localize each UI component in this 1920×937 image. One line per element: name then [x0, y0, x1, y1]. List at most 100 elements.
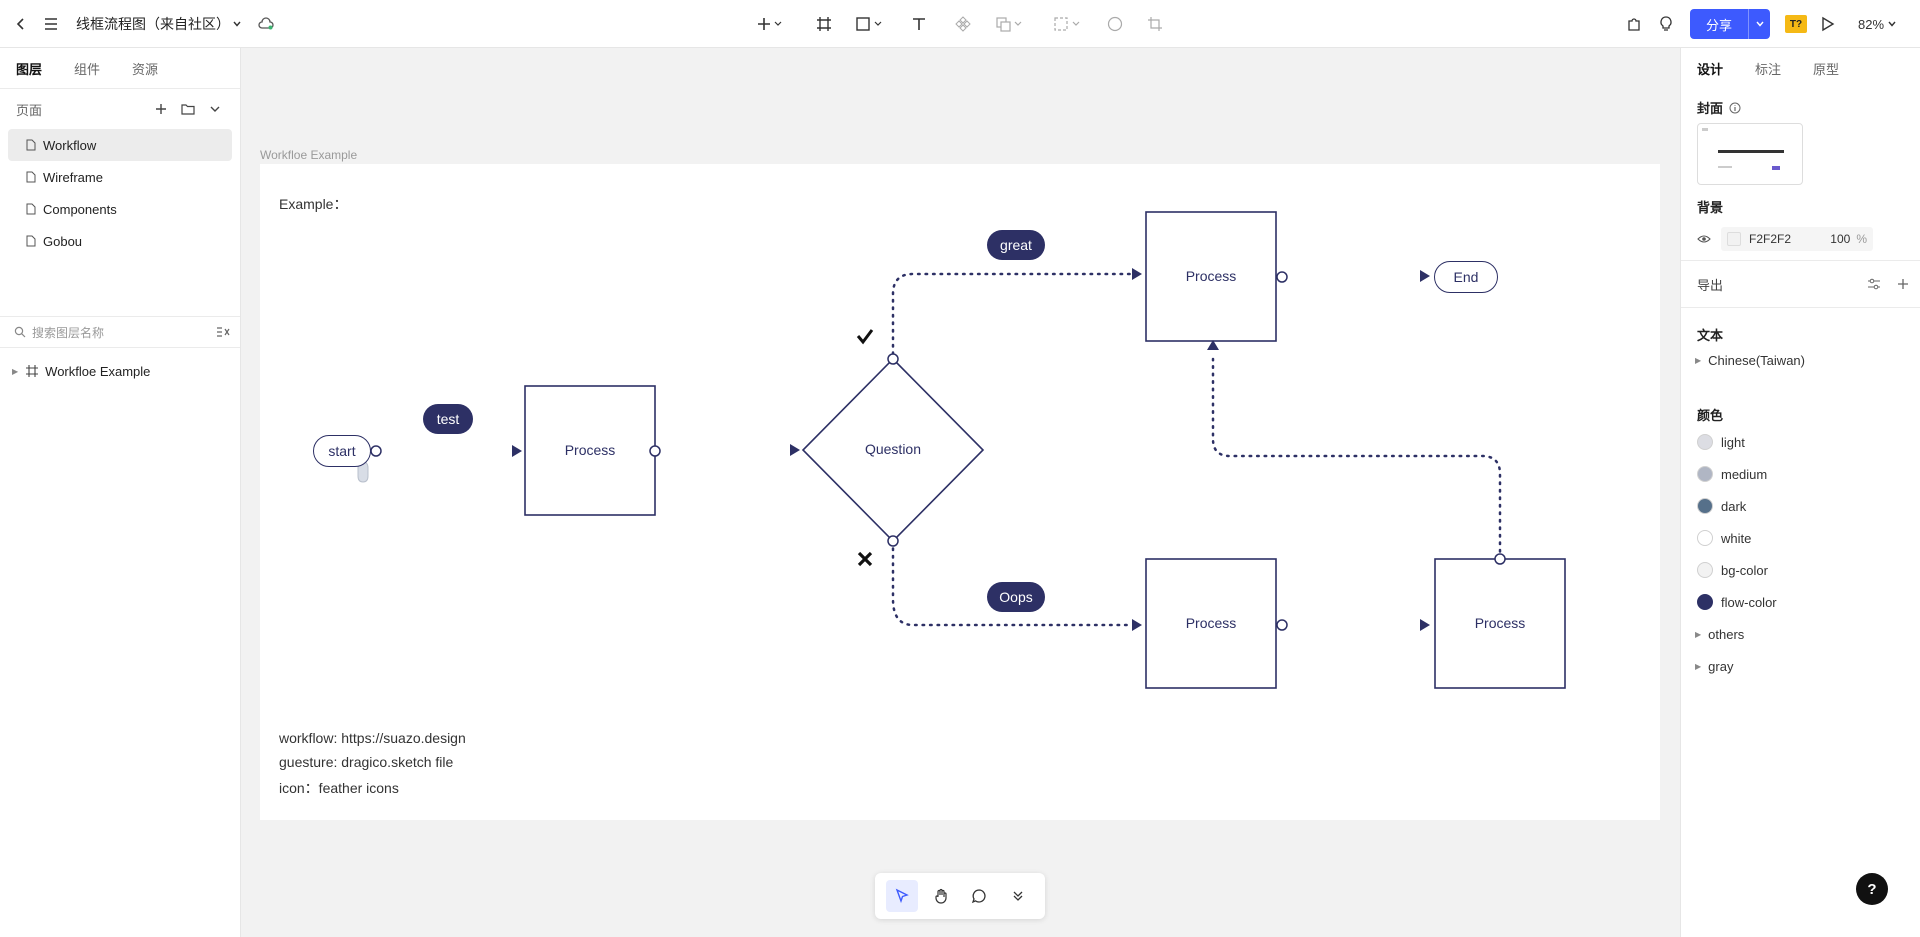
tab-annotate[interactable]: 标注	[1755, 61, 1782, 77]
cloud-icon	[256, 0, 276, 48]
frame-icon[interactable]	[812, 0, 836, 48]
plugin-icon[interactable]	[1624, 0, 1644, 48]
divider	[0, 88, 240, 89]
pill-great[interactable]: great	[987, 230, 1045, 260]
chevron-down-icon[interactable]	[1748, 9, 1770, 39]
color-label: white	[1721, 530, 1752, 546]
page-label: Workflow	[43, 137, 97, 153]
tab-design[interactable]: 设计	[1697, 61, 1724, 77]
hand-icon[interactable]	[925, 880, 957, 912]
chevron-down-icon[interactable]	[201, 103, 228, 115]
cover-thumbnail[interactable]	[1697, 123, 1803, 185]
settings-sliders-icon[interactable]	[1867, 277, 1881, 291]
color-label: medium	[1721, 466, 1768, 482]
color-group-gray[interactable]: ▶ gray	[1695, 654, 1895, 678]
background-title: 背景	[1697, 200, 1724, 215]
text-icon[interactable]	[908, 0, 930, 48]
crop-icon[interactable]	[1144, 0, 1166, 48]
color-style-bg-color[interactable]: bg-color	[1697, 558, 1897, 582]
back-icon[interactable]	[10, 0, 32, 48]
add-page-icon[interactable]	[147, 103, 174, 115]
pill-oops[interactable]: Oops	[987, 582, 1045, 612]
eye-icon[interactable]	[1697, 234, 1711, 244]
chevron-down-icon[interactable]	[230, 0, 244, 48]
flow-diagram	[357, 211, 1566, 689]
expand-triangle-icon[interactable]: ▶	[12, 366, 19, 376]
folder-icon[interactable]	[174, 103, 201, 115]
comment-icon[interactable]	[963, 880, 995, 912]
rectangle-icon[interactable]	[852, 0, 888, 48]
end-node[interactable]: End	[1434, 261, 1498, 293]
tab-components[interactable]: 组件	[74, 61, 101, 77]
arrowhead	[1420, 619, 1430, 631]
color-style-light[interactable]: light	[1697, 430, 1897, 454]
plugin-badge[interactable]: T?	[1785, 15, 1807, 33]
add-export-icon[interactable]	[1897, 278, 1909, 290]
divider	[1681, 260, 1920, 261]
layer-search[interactable]: 搜索图层名称	[0, 316, 240, 348]
color-style-white[interactable]: white	[1697, 526, 1897, 550]
bulb-icon[interactable]	[1656, 0, 1676, 48]
question-label: Question	[864, 441, 922, 457]
component-icon[interactable]	[952, 0, 974, 48]
color-style-medium[interactable]: medium	[1697, 462, 1897, 486]
page-label: Components	[43, 201, 117, 217]
background-opacity[interactable]: 100	[1830, 232, 1851, 246]
zoom-level[interactable]: 82%	[1858, 0, 1897, 48]
text-style-group-label: Chinese(Taiwan)	[1708, 352, 1805, 368]
mask-icon[interactable]	[1050, 0, 1086, 48]
color-swatch	[1697, 562, 1713, 578]
color-group-label: others	[1708, 626, 1745, 642]
help-button[interactable]: ?	[1856, 873, 1888, 905]
page-item-gobou[interactable]: Gobou	[8, 225, 232, 257]
cover-preview-image	[1702, 128, 1784, 170]
color-style-flow-color[interactable]: flow-color	[1697, 590, 1897, 614]
background-row: F2F2F2 100 %	[1697, 227, 1907, 251]
color-swatch	[1697, 466, 1713, 482]
pill-test[interactable]: test	[423, 404, 473, 434]
divider	[1681, 307, 1920, 308]
text-style-group[interactable]: ▶ Chinese(Taiwan)	[1695, 348, 1895, 372]
expand-triangle-icon[interactable]: ▶	[1695, 661, 1702, 671]
background-swatch[interactable]	[1727, 232, 1741, 246]
tab-prototype[interactable]: 原型	[1813, 61, 1840, 77]
background-hex[interactable]: F2F2F2	[1749, 232, 1792, 246]
menu-icon[interactable]	[40, 0, 62, 48]
circle-icon[interactable]	[1104, 0, 1126, 48]
page-icon	[26, 203, 36, 215]
color-label: dark	[1721, 498, 1747, 514]
color-style-dark[interactable]: dark	[1697, 494, 1897, 518]
boolean-icon[interactable]	[992, 0, 1028, 48]
document-title[interactable]: 线框流程图（来自社区）	[76, 16, 230, 32]
page-item-workflow[interactable]: Workflow	[8, 129, 232, 161]
expand-triangle-icon[interactable]: ▶	[1695, 629, 1702, 639]
layer-search-input[interactable]: 搜索图层名称	[32, 325, 105, 340]
pointer-icon[interactable]	[886, 880, 919, 912]
credit-gesture: guesture: dragico.sketch file	[279, 754, 454, 770]
start-node[interactable]: start	[313, 435, 371, 467]
play-icon[interactable]	[1818, 0, 1838, 48]
color-swatch	[1697, 594, 1713, 610]
info-icon[interactable]	[1729, 102, 1741, 114]
tab-assets[interactable]: 资源	[132, 61, 159, 77]
plus-icon[interactable]	[752, 0, 788, 48]
process-label: Process	[1474, 615, 1526, 631]
color-swatch	[1697, 434, 1713, 450]
artboard-workfloe-example[interactable]: Example：	[260, 164, 1660, 820]
color-group-others[interactable]: ▶ others	[1695, 622, 1895, 646]
cover-title: 封面	[1697, 101, 1724, 116]
layer-item-workfloe-example[interactable]: ▶ Workfloe Example	[0, 357, 240, 385]
page-item-components[interactable]: Components	[8, 193, 232, 225]
process-box-bottom	[1145, 558, 1277, 689]
page-item-wireframe[interactable]: Wireframe	[8, 161, 232, 193]
chevron-down-icon	[1888, 21, 1896, 27]
bottom-toolbar	[875, 873, 1045, 919]
expand-triangle-icon[interactable]: ▶	[1695, 355, 1702, 365]
tab-layers[interactable]: 图层	[16, 61, 43, 77]
background-color-field[interactable]: F2F2F2 100 %	[1721, 227, 1873, 251]
share-button[interactable]: 分享	[1690, 9, 1770, 39]
arrowhead	[790, 444, 800, 456]
share-label[interactable]: 分享	[1705, 17, 1732, 33]
frame-label[interactable]: Workfloe Example	[260, 148, 358, 162]
chevrons-down-icon[interactable]	[1002, 880, 1034, 912]
